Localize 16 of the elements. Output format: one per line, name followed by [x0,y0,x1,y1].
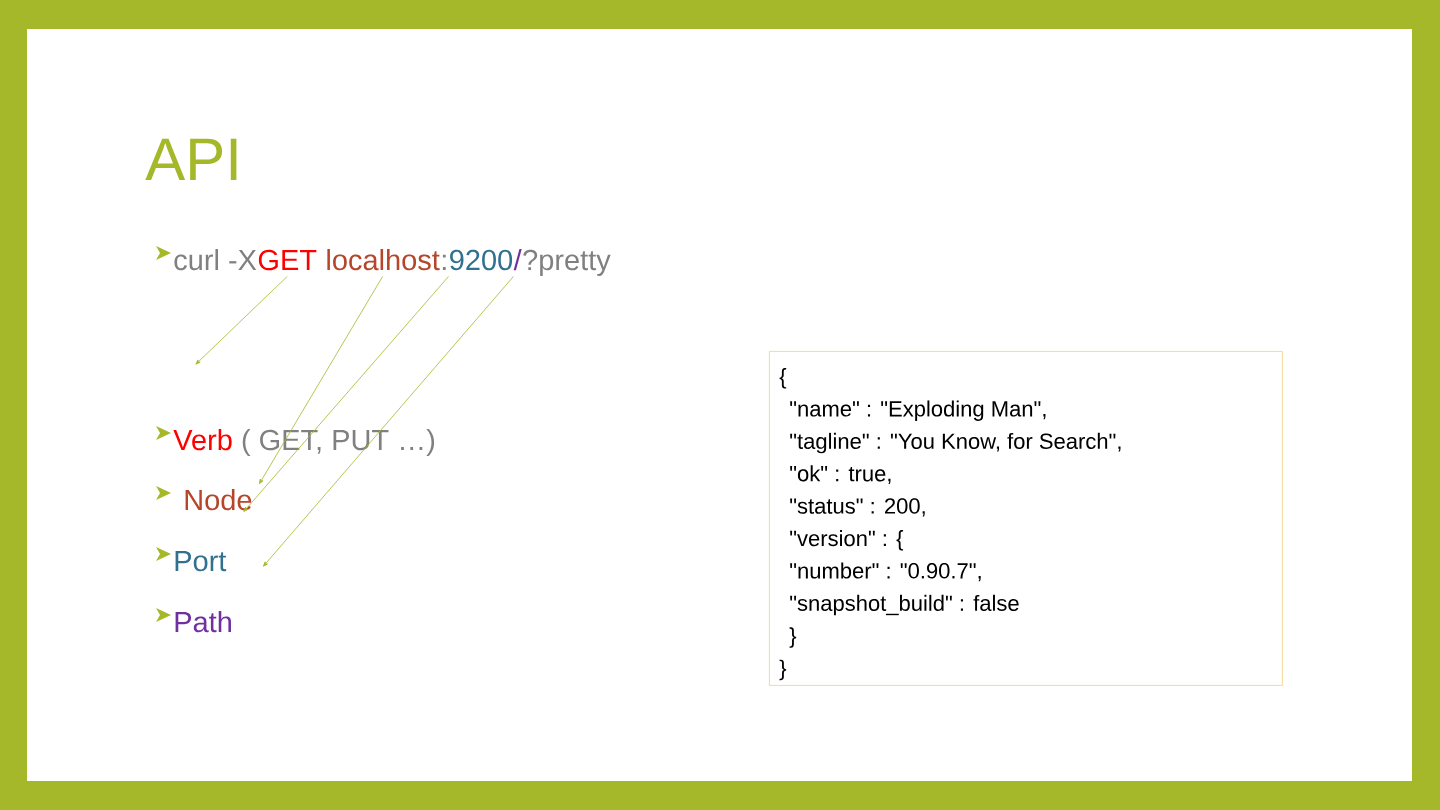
command-part: : [442,254,446,270]
command-part: / [513,249,522,271]
command-part: GET [258,249,317,271]
command-part: curl -X [174,249,257,271]
bullet-text: Node [185,489,252,511]
slide-title: API [145,138,237,180]
command-part: 9200 [450,249,513,271]
bullet-text: Path [175,611,231,633]
arrow [258,276,384,485]
command-part: localhost [327,249,440,271]
code-box: { "name" : "Exploding Man", "tagline" : "You Know, for Search", "ok" : true, "status" : 200, "version" : { "number" : "0.90.7", "snapshot_build" : false } } [769,351,1283,686]
arrow [262,276,514,567]
arrow [243,276,449,512]
command-part: ?pretty [523,249,611,276]
bullet-text: Port [175,551,227,572]
arrow [195,276,288,365]
